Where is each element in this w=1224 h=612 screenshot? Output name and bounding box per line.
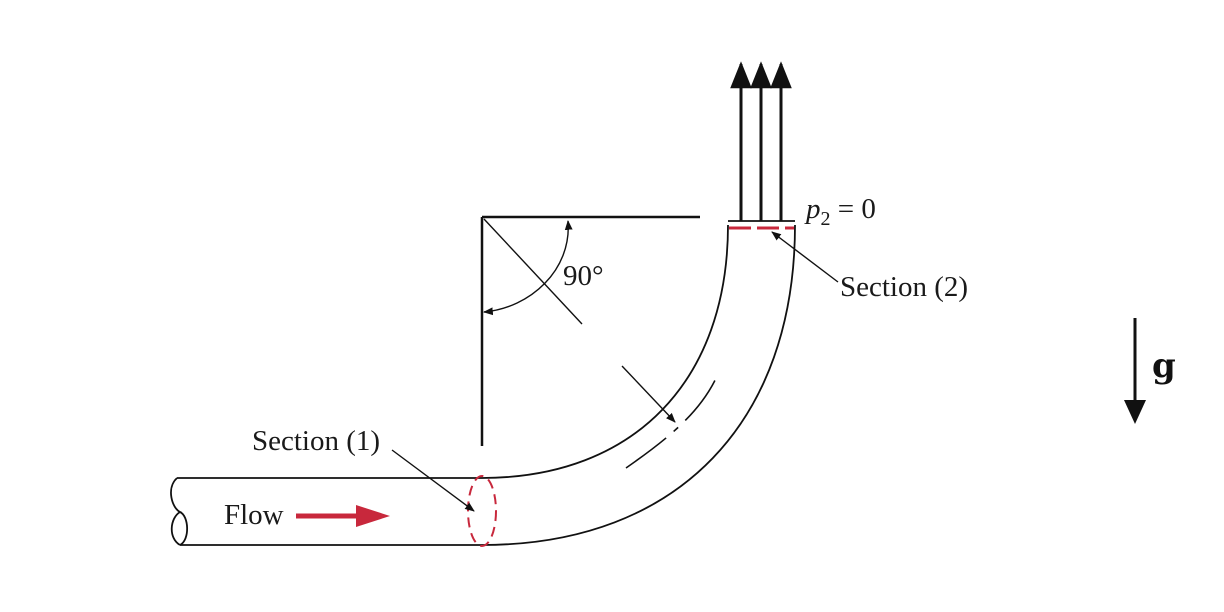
pressure-subscript: 2 <box>821 208 831 230</box>
flow-label: Flow <box>224 499 284 531</box>
section1-leader <box>391 449 475 512</box>
section2-leader <box>771 231 839 283</box>
pressure-value: = 0 <box>831 193 876 225</box>
gravity-arrow <box>1124 318 1146 424</box>
section1-marker <box>467 475 497 547</box>
pressure-label: p2 = 0 <box>804 193 876 230</box>
pipe-centerline <box>625 373 719 469</box>
section2-label: Section (2) <box>840 271 968 303</box>
angle-arc <box>483 220 573 316</box>
flow-arrow <box>296 505 390 527</box>
section1-label: Section (1) <box>252 425 380 457</box>
pressure-symbol: p <box>804 193 821 225</box>
gravity-label: g <box>1152 346 1176 386</box>
angle-label: 90° <box>563 260 604 292</box>
outlet-jet-arrows <box>730 61 792 221</box>
reference-axes <box>480 215 700 446</box>
